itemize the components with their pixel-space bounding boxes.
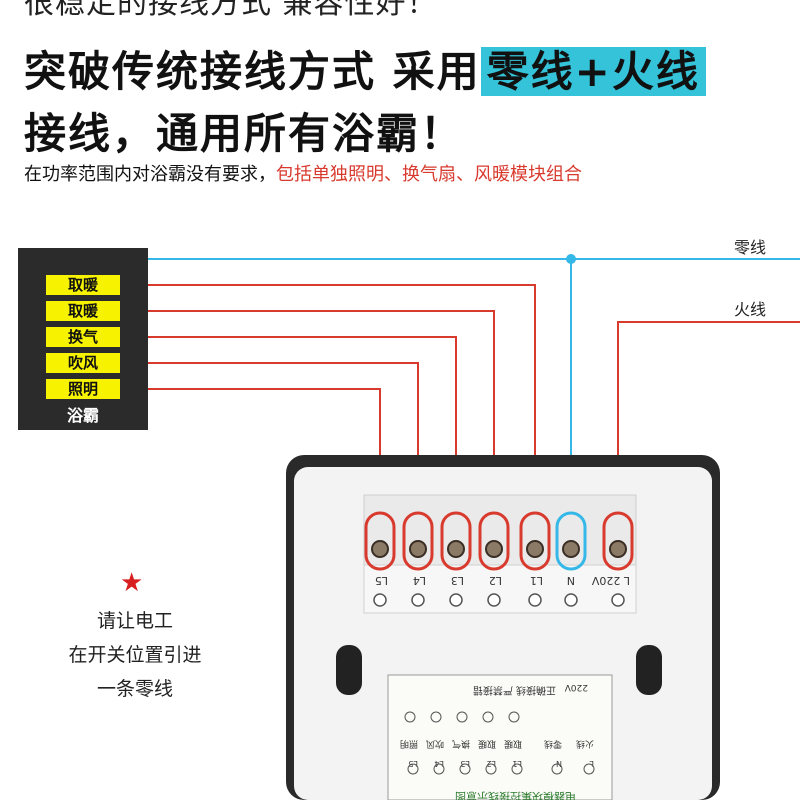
wire-heat-2 — [120, 310, 495, 520]
back-term-label: L3 — [460, 759, 470, 768]
back-load-label: 照明 — [400, 738, 418, 749]
legend-vent: 换气 — [46, 327, 120, 347]
back-term-ring — [551, 763, 563, 775]
terminal-ring — [449, 593, 463, 607]
back-term-ring — [511, 763, 523, 775]
back-term-label: N — [556, 759, 562, 768]
terminal-highlight-l3 — [440, 511, 472, 571]
load-symbol — [404, 711, 416, 723]
back-term-label: L1 — [512, 759, 522, 768]
terminal-label-l: L 220V — [591, 574, 630, 587]
terminal-strip — [363, 564, 637, 614]
headline-prefix: 突破传统接线方式 采用 — [24, 47, 481, 96]
back-label-voltage: 220V — [564, 682, 588, 692]
headline-line-1: 突破传统接线方式 采用零线+火线 — [24, 38, 706, 99]
terminal-label-l2: L2 — [489, 574, 502, 587]
terminal-label-l5: L5 — [375, 574, 388, 587]
back-term-ring — [433, 763, 445, 775]
terminal-highlight-l — [602, 511, 634, 571]
star-icon: ★ — [120, 568, 144, 598]
terminal-screws — [371, 540, 627, 558]
mount-slot-left — [336, 645, 362, 695]
back-term-label: L5 — [408, 759, 418, 768]
back-load-label: 换气 — [452, 738, 470, 750]
terminal-ring — [411, 593, 425, 607]
load-symbol — [508, 711, 520, 723]
legend-light: 照明 — [46, 379, 120, 399]
terminal-screw — [609, 540, 627, 558]
headline-highlight: 零线+火线 — [480, 47, 706, 96]
terminal-screw — [447, 540, 465, 558]
subtitle-black: 在功率范围内对浴霸没有要求， — [24, 164, 276, 185]
terminal-highlight-n — [555, 511, 587, 571]
terminal-screw — [485, 540, 503, 558]
terminal-label-l3: L3 — [451, 574, 464, 587]
legend-blow: 吹风 — [46, 353, 120, 373]
live-label: 火线 — [734, 300, 767, 319]
back-load-label: 火线 — [576, 738, 594, 750]
headline-line-2: 接线，通用所有浴霸！ — [24, 109, 465, 158]
terminal-screw — [409, 540, 427, 558]
terminal-ring — [564, 593, 578, 607]
back-load-label: 取暖 — [478, 738, 496, 750]
neutral-junction — [566, 254, 576, 264]
back-load-label: 零线 — [544, 738, 562, 750]
note-line-1: 请让电工 — [96, 610, 173, 632]
back-label-heading: 正确接线 严禁接错 — [473, 684, 556, 697]
subtitle: 在功率范围内对浴霸没有要求，包括单独照明、换气扇、风暖模块组合 — [24, 160, 582, 186]
note-line-2: 在开关位置引进 — [68, 644, 202, 666]
note-line-3: 一条零线 — [96, 678, 173, 700]
electrician-note: 请让电工 在开关位置引进 一条零线 — [60, 604, 210, 706]
terminal-highlight-l4 — [402, 511, 434, 571]
back-term-label: L4 — [434, 759, 444, 768]
back-term-ring — [583, 763, 595, 775]
terminal-ring — [528, 593, 542, 607]
legend-footer: 浴霸 — [66, 406, 99, 425]
switch-back-panel: L5 L4 L3 L2 L1 N L 220V 220V 正确接线 严禁接错 照… — [286, 455, 720, 800]
back-load-label: 取暖 — [504, 738, 522, 750]
wire-heat-1 — [120, 284, 536, 520]
cut-off-headline: 很稳定的接线方式 兼容性好！ — [24, 0, 438, 21]
back-term-label: L2 — [486, 759, 496, 768]
terminal-ring — [373, 593, 387, 607]
subtitle-red: 包括单独照明、换气扇、风暖模块组合 — [276, 164, 582, 185]
legend-heat-2: 取暖 — [46, 301, 120, 321]
back-label-sticker — [387, 674, 613, 800]
terminal-screw — [371, 540, 389, 558]
terminal-label-l1: L1 — [530, 574, 543, 587]
terminal-highlight-l5 — [364, 511, 396, 571]
terminal-ring — [611, 593, 625, 607]
back-term-ring — [407, 763, 419, 775]
terminal-highlight-l1 — [519, 511, 551, 571]
back-load-label: 吹风 — [426, 738, 444, 750]
terminal-highlight-l2 — [478, 511, 510, 571]
terminal-screw — [526, 540, 544, 558]
live-wire — [617, 321, 800, 520]
load-symbol — [456, 711, 468, 723]
back-term-ring — [459, 763, 471, 775]
load-symbol — [430, 711, 442, 723]
back-term-label: L — [589, 759, 594, 768]
back-label-title: 电器模块集控接线示意图 — [455, 790, 576, 800]
back-term-ring — [485, 763, 497, 775]
load-symbol — [482, 711, 494, 723]
terminal-label-n: N — [567, 574, 575, 587]
legend-heat-1: 取暖 — [46, 275, 120, 295]
mount-slot-right — [636, 645, 662, 695]
terminal-screw — [562, 540, 580, 558]
terminal-ring — [487, 593, 501, 607]
neutral-label: 零线 — [734, 238, 767, 257]
terminal-label-l4: L4 — [413, 574, 426, 587]
